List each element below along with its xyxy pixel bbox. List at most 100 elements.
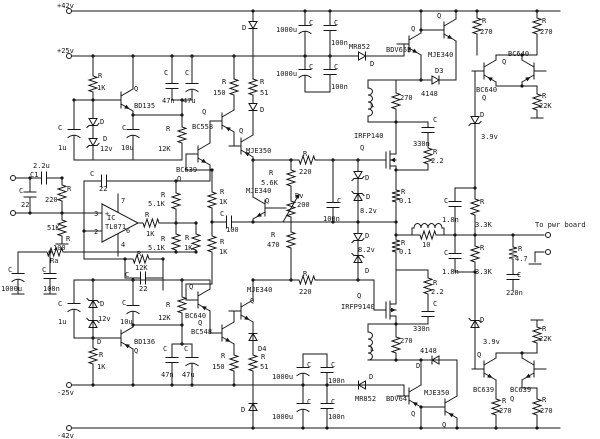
- cap-47n-bot: [165, 351, 179, 369]
- schematic-label: 100n: [331, 83, 348, 91]
- schematic-label: D: [260, 106, 264, 114]
- schematic-label: 2: [94, 228, 98, 236]
- transistor-bc640-left: [471, 59, 497, 83]
- schematic-label: R: [261, 353, 266, 361]
- schematic-label: 22: [99, 185, 107, 193]
- schematic-label: 1u: [58, 318, 66, 326]
- schematic-label: R: [542, 396, 547, 404]
- zener-12v-a: [86, 113, 100, 131]
- schematic-label: 22K: [539, 102, 552, 110]
- diode-rail-bot: [248, 399, 258, 415]
- schematic-label: C: [122, 299, 126, 307]
- schematic-label: 1000u: [272, 413, 293, 421]
- schematic-label: 1K: [97, 363, 106, 371]
- schematic-label: R: [433, 279, 438, 287]
- cap-47u-top: [185, 77, 199, 95]
- resistor-5k1-b: [170, 231, 182, 253]
- inductor-output: [413, 223, 443, 229]
- schematic-label: 51K: [47, 224, 60, 232]
- schematic-label: Q: [357, 292, 361, 300]
- resistor-270-tb: [531, 14, 543, 38]
- cap-47u-bot: [185, 351, 199, 369]
- schematic-label: 5.6K: [261, 179, 279, 187]
- schematic-label: C: [331, 398, 335, 406]
- schematic-label: D: [365, 232, 369, 240]
- schematic-label: 270: [540, 28, 553, 36]
- resistor-1k-fb: [190, 231, 202, 253]
- resistor-3k3-b: [469, 242, 481, 266]
- schematic-label: 12K: [135, 264, 148, 272]
- schematic-label: BC639: [473, 386, 494, 394]
- resistor-1k-opamp: [140, 217, 162, 229]
- schematic-label: C: [122, 124, 126, 132]
- schematic-label: 47n: [162, 97, 175, 105]
- transistor-mje340-topright: [431, 18, 457, 42]
- cap-1u-bot: [67, 295, 81, 317]
- schematic-label: 1000u: [1, 285, 22, 293]
- schematic-label: Q: [510, 395, 514, 403]
- schematic-label: R: [271, 231, 276, 239]
- schematic-label: 100n: [331, 39, 348, 47]
- cap-1000u-input: [11, 265, 25, 287]
- schematic-label: 22: [139, 285, 147, 293]
- schematic-label: D: [366, 193, 370, 201]
- schematic-label: IC: [107, 214, 115, 222]
- cap-100n-gate: [326, 197, 340, 213]
- schematic-label: D4: [258, 345, 266, 353]
- schematic-label: C: [220, 210, 224, 218]
- schematic-label: -42v: [57, 432, 74, 439]
- transistor-bc639-botleft: [471, 357, 497, 381]
- schematic-label: C: [58, 124, 62, 132]
- schematic-label: BC558: [192, 123, 213, 131]
- resistor-270-damp-bot: [390, 331, 402, 359]
- zener-3v9-bot: [468, 315, 482, 333]
- transistor-bd136: [108, 326, 134, 350]
- schematic-label: BC640: [508, 50, 529, 58]
- schematic-label: R: [161, 191, 166, 199]
- diode-rail-top: [248, 17, 258, 33]
- schematic-label: D: [100, 300, 104, 308]
- schematic-label: 220: [45, 196, 58, 204]
- schematic-label: 1K: [219, 198, 228, 206]
- schematic-label: 1u: [58, 144, 66, 152]
- cap-100n-a: [323, 19, 337, 37]
- schematic-label: R: [542, 325, 547, 333]
- schematic-label: 2.2: [431, 157, 444, 165]
- transistor-bd135: [108, 88, 134, 112]
- cap-220n-zobel: [506, 269, 520, 285]
- schematic-label: R: [542, 92, 547, 100]
- resistor-3k3-a: [469, 195, 481, 219]
- zener-8v2-c: [351, 229, 365, 245]
- zener-8v2-b: [351, 189, 365, 205]
- schematic-label: 100n: [43, 285, 60, 293]
- schematic-label: 1000u: [276, 26, 297, 34]
- schematic-label: 470: [267, 241, 280, 249]
- terminal-input-hot: [10, 175, 16, 181]
- schematic-label: 0.1: [399, 197, 412, 205]
- diode-d4: [248, 329, 258, 345]
- schematic-label: 150: [212, 363, 225, 371]
- schematic-label: R: [269, 169, 274, 177]
- schematic-label: 1.8n: [442, 216, 459, 224]
- schematic-label: R: [66, 235, 71, 243]
- schematic-label: C: [433, 116, 437, 124]
- zener-12v-b: [86, 133, 100, 151]
- terminal-plus25: [66, 53, 72, 59]
- schematic-label: D: [365, 174, 369, 182]
- schematic-label: BC639: [176, 166, 197, 174]
- schematic-label: C: [185, 69, 189, 77]
- inductor-bot: [367, 331, 373, 361]
- schematic-label: Q: [477, 351, 481, 359]
- schematic-label: Q: [177, 175, 181, 183]
- cap-1000u-c: [296, 361, 310, 379]
- resistor-1k-bias-top: [87, 72, 99, 96]
- schematic-label: R: [401, 188, 406, 196]
- schematic-label: C: [433, 300, 437, 308]
- resistor-270-bl: [490, 395, 502, 419]
- schematic-label: 3.9v: [483, 338, 500, 346]
- opamp-tl071: [101, 203, 140, 243]
- schematic-label: R: [260, 78, 265, 86]
- terminal-input-gnd: [10, 210, 16, 216]
- zener-12v-d: [86, 315, 100, 333]
- schematic-label: C1: [30, 171, 38, 179]
